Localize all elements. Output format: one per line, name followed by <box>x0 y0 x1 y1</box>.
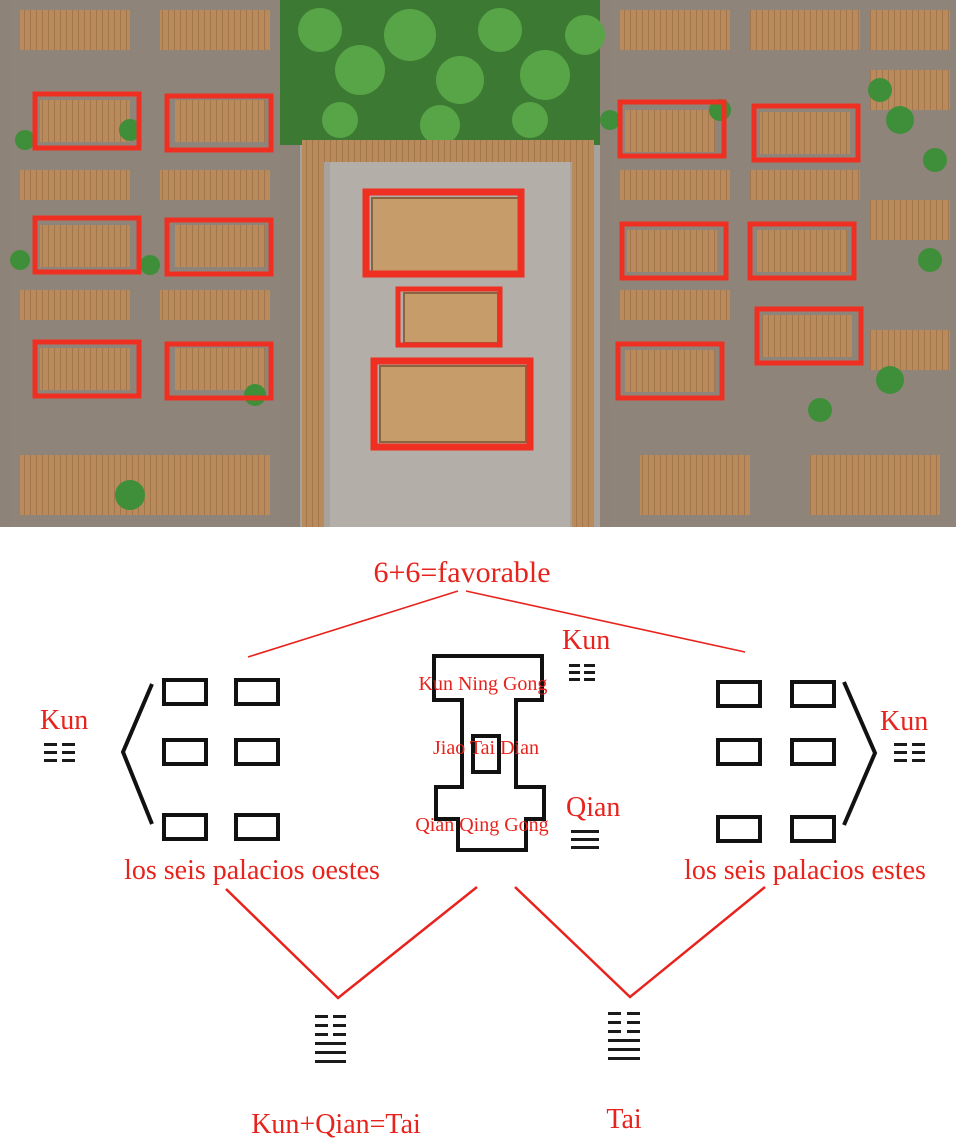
right-v-line <box>514 886 766 999</box>
top-right-line <box>465 590 746 653</box>
east-palace <box>790 680 836 708</box>
kun-trigram-icon-center <box>569 664 595 681</box>
west-palaces-group <box>120 678 280 841</box>
east-palace <box>716 738 762 766</box>
center-top-trigram-name: Kun <box>562 625 610 656</box>
center-mid-trigram-name: Qian <box>566 792 620 823</box>
central-complex-outline <box>432 654 546 852</box>
east-palaces-group <box>716 680 878 843</box>
hall-mid-label: Jiao Tai Dian <box>433 737 539 759</box>
kun-trigram-icon-east <box>894 743 925 762</box>
east-palace <box>716 680 762 708</box>
palace-layout-diagram: 6+6=favorable Kun los seis palacios oest… <box>40 556 928 1139</box>
west-palace <box>162 738 208 766</box>
qian-trigram-icon <box>571 830 599 849</box>
east-palace <box>716 815 762 843</box>
jiao-tai-dian-block <box>471 734 501 774</box>
tai-hexagram-icon-right <box>608 1012 640 1060</box>
west-trigram-name: Kun <box>40 705 88 736</box>
bottom-left-caption: Kun+Qian=Tai <box>251 1109 421 1139</box>
west-caption: los seis palacios oestes <box>124 855 380 886</box>
top-label: 6+6=favorable <box>373 556 550 589</box>
east-bracket <box>842 681 878 826</box>
hall-bottom-label: Qian Qing Gong <box>415 814 548 836</box>
west-palace <box>234 678 280 706</box>
east-palace <box>790 815 836 843</box>
east-palace <box>790 738 836 766</box>
west-palace <box>234 738 280 766</box>
west-palace <box>234 813 280 841</box>
top-left-line <box>247 590 459 658</box>
east-caption: los seis palacios estes <box>684 855 926 886</box>
aerial-palace-photo <box>0 0 956 527</box>
west-bracket <box>120 683 154 825</box>
west-palace <box>162 678 208 706</box>
left-v-line <box>225 886 478 1000</box>
hall-top-label: Kun Ning Gong <box>419 673 548 695</box>
east-trigram-name: Kun <box>880 706 928 737</box>
bottom-right-caption: Tai <box>606 1104 642 1135</box>
kun-trigram-icon-west <box>44 743 75 762</box>
west-palace <box>162 813 208 841</box>
tai-hexagram-icon-left <box>315 1015 346 1063</box>
